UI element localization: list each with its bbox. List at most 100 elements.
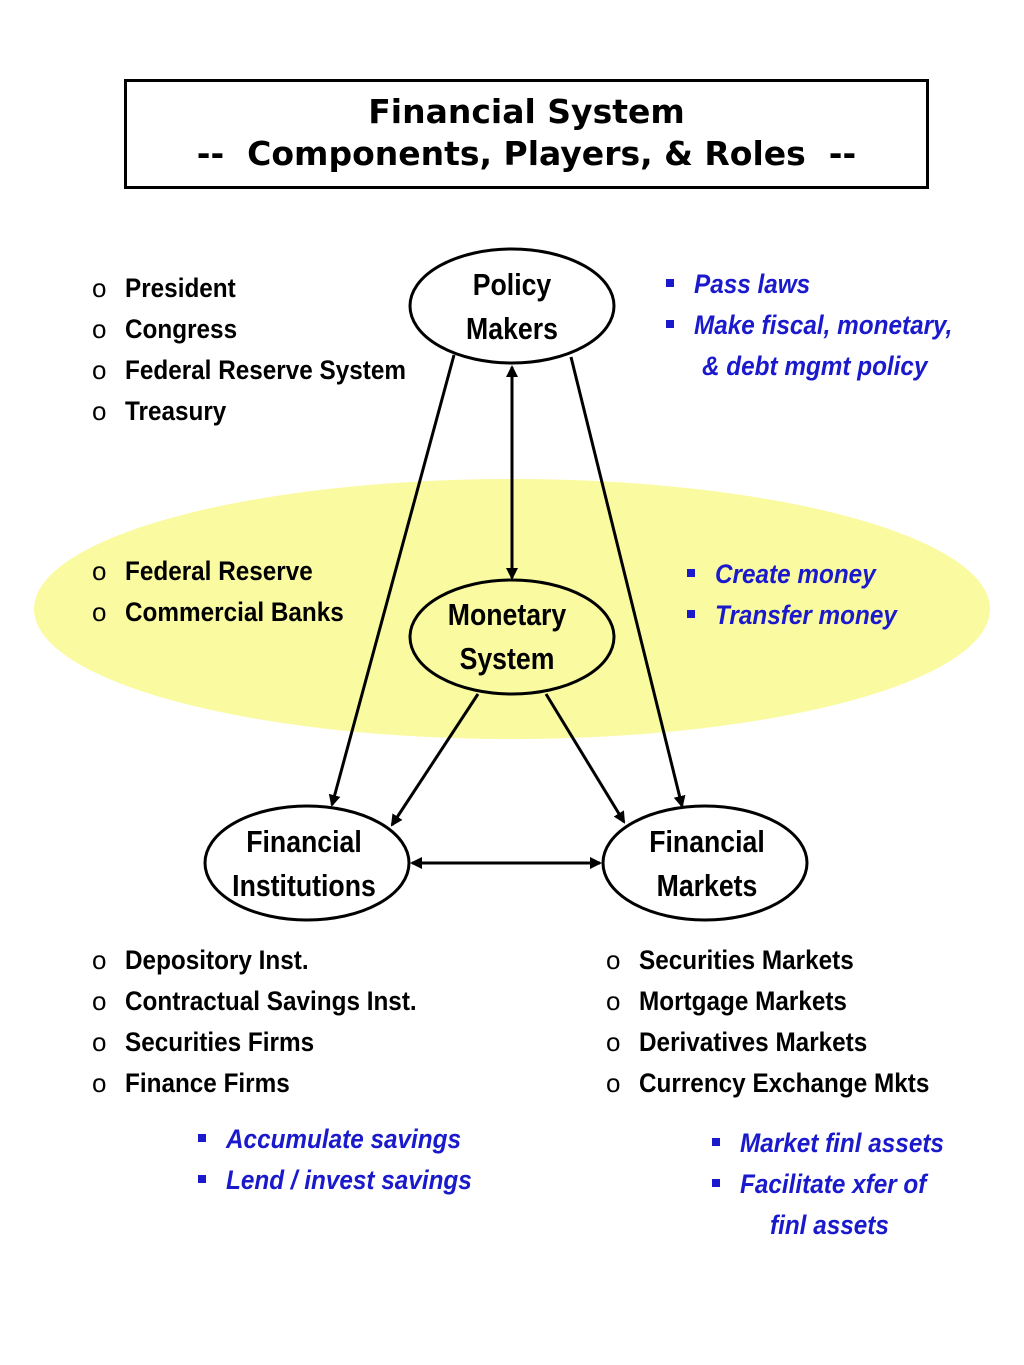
role-item-continuation: finl assets bbox=[710, 1205, 967, 1246]
roles-monetary-system: Create money Transfer money bbox=[685, 554, 917, 636]
role-label: Facilitate xfer of bbox=[740, 1169, 927, 1199]
node-financial-markets bbox=[601, 804, 809, 922]
role-label: Accumulate savings bbox=[226, 1124, 461, 1154]
list-item: o Treasury bbox=[92, 391, 437, 432]
label-monetary-system: Monetary System bbox=[425, 593, 588, 681]
square-bullet-icon bbox=[666, 320, 674, 328]
player-label: Federal Reserve System bbox=[125, 355, 406, 385]
role-item: Create money bbox=[685, 554, 917, 595]
role-label: Market finl assets bbox=[740, 1128, 944, 1158]
bullet-marker: o bbox=[92, 355, 107, 385]
title-line-2: -- Components, Players, & Roles -- bbox=[196, 134, 857, 173]
list-item: o Currency Exchange Mkts bbox=[606, 1063, 962, 1104]
bullet-marker: o bbox=[92, 273, 107, 303]
player-label: Congress bbox=[125, 314, 238, 344]
list-item: o Securities Markets bbox=[606, 940, 962, 981]
player-label: President bbox=[125, 273, 236, 303]
list-item: o Contractual Savings Inst. bbox=[92, 981, 449, 1022]
label-financial-markets: Financial Markets bbox=[617, 820, 798, 908]
bullet-marker: o bbox=[92, 986, 107, 1016]
bullet-marker: o bbox=[92, 314, 107, 344]
bullet-marker: o bbox=[92, 556, 107, 586]
square-bullet-icon bbox=[712, 1179, 720, 1187]
label-monetary-system-line1: Monetary bbox=[447, 597, 567, 632]
list-item: o Federal Reserve System bbox=[92, 350, 437, 391]
list-item: o Depository Inst. bbox=[92, 940, 449, 981]
arrow-policy-to-institutions bbox=[328, 354, 456, 807]
player-label: Contractual Savings Inst. bbox=[125, 986, 417, 1016]
bullet-marker: o bbox=[92, 1027, 107, 1057]
player-label: Securities Markets bbox=[639, 945, 854, 975]
square-bullet-icon bbox=[198, 1175, 206, 1183]
player-label: Securities Firms bbox=[125, 1027, 315, 1057]
role-item: Market finl assets bbox=[710, 1123, 967, 1164]
square-bullet-icon bbox=[687, 569, 695, 577]
bullet-marker: o bbox=[606, 986, 621, 1016]
role-label: Pass laws bbox=[694, 269, 811, 299]
label-financial-markets-line1: Financial bbox=[649, 824, 765, 859]
label-financial-markets-line2: Markets bbox=[656, 868, 758, 903]
role-label: Create money bbox=[715, 559, 876, 589]
bullet-marker: o bbox=[606, 1068, 621, 1098]
arrow-monetary-to-markets bbox=[544, 693, 626, 824]
label-financial-institutions-line2: Institutions bbox=[232, 868, 376, 903]
node-monetary-system bbox=[408, 578, 616, 696]
player-label: Derivatives Markets bbox=[639, 1027, 868, 1057]
player-label: Depository Inst. bbox=[125, 945, 309, 975]
role-label: Make fiscal, monetary, bbox=[694, 310, 953, 340]
role-item: Facilitate xfer of bbox=[710, 1164, 967, 1205]
role-label: Lend / invest savings bbox=[226, 1165, 472, 1195]
node-financial-institutions bbox=[203, 804, 411, 922]
role-label: & debt mgmt policy bbox=[702, 351, 928, 381]
roles-financial-institutions: Accumulate savings Lend / invest savings bbox=[196, 1119, 499, 1201]
role-item-continuation: & debt mgmt policy bbox=[664, 346, 981, 387]
label-policy-makers: Policy Makers bbox=[443, 263, 581, 351]
square-bullet-icon bbox=[712, 1138, 720, 1146]
square-bullet-icon bbox=[666, 279, 674, 287]
square-bullet-icon bbox=[687, 610, 695, 618]
roles-financial-markets: Market finl assets Facilitate xfer of fi… bbox=[710, 1123, 967, 1246]
label-policy-makers-line2: Makers bbox=[466, 311, 558, 346]
bullet-marker: o bbox=[92, 396, 107, 426]
arrow-policy-to-markets bbox=[569, 356, 686, 808]
role-item: Pass laws bbox=[664, 264, 981, 305]
player-label: Commercial Banks bbox=[125, 597, 344, 627]
bullet-marker: o bbox=[92, 1068, 107, 1098]
bullet-marker: o bbox=[606, 945, 621, 975]
role-item: Accumulate savings bbox=[196, 1119, 499, 1160]
arrow-monetary-to-institutions bbox=[390, 693, 480, 827]
role-label: Transfer money bbox=[715, 600, 897, 630]
list-item: o Derivatives Markets bbox=[606, 1022, 962, 1063]
label-policy-makers-line1: Policy bbox=[472, 267, 552, 302]
node-policy-makers bbox=[408, 247, 616, 365]
player-label: Treasury bbox=[125, 396, 227, 426]
role-label: finl assets bbox=[770, 1210, 889, 1240]
role-item: Lend / invest savings bbox=[196, 1160, 499, 1201]
title-line-1: Financial System bbox=[368, 92, 685, 131]
bullet-marker: o bbox=[92, 945, 107, 975]
list-item: o Commercial Banks bbox=[92, 592, 368, 633]
bullet-marker: o bbox=[606, 1027, 621, 1057]
list-item: o President bbox=[92, 268, 437, 309]
roles-policy-makers: Pass laws Make fiscal, monetary, & debt … bbox=[664, 264, 981, 387]
player-label: Federal Reserve bbox=[125, 556, 313, 586]
player-label: Currency Exchange Mkts bbox=[639, 1068, 930, 1098]
role-item: Make fiscal, monetary, bbox=[664, 305, 981, 346]
label-monetary-system-line2: System bbox=[459, 641, 555, 676]
bullet-marker: o bbox=[92, 597, 107, 627]
label-financial-institutions: Financial Institutions bbox=[209, 820, 398, 908]
list-item: o Securities Firms bbox=[92, 1022, 449, 1063]
label-financial-institutions-line1: Financial bbox=[246, 824, 362, 859]
list-item: o Congress bbox=[92, 309, 437, 350]
player-label: Finance Firms bbox=[125, 1068, 290, 1098]
square-bullet-icon bbox=[198, 1134, 206, 1142]
title-box: Financial System -- Components, Players,… bbox=[124, 79, 929, 189]
list-item: o Finance Firms bbox=[92, 1063, 449, 1104]
list-item: o Federal Reserve bbox=[92, 551, 368, 592]
